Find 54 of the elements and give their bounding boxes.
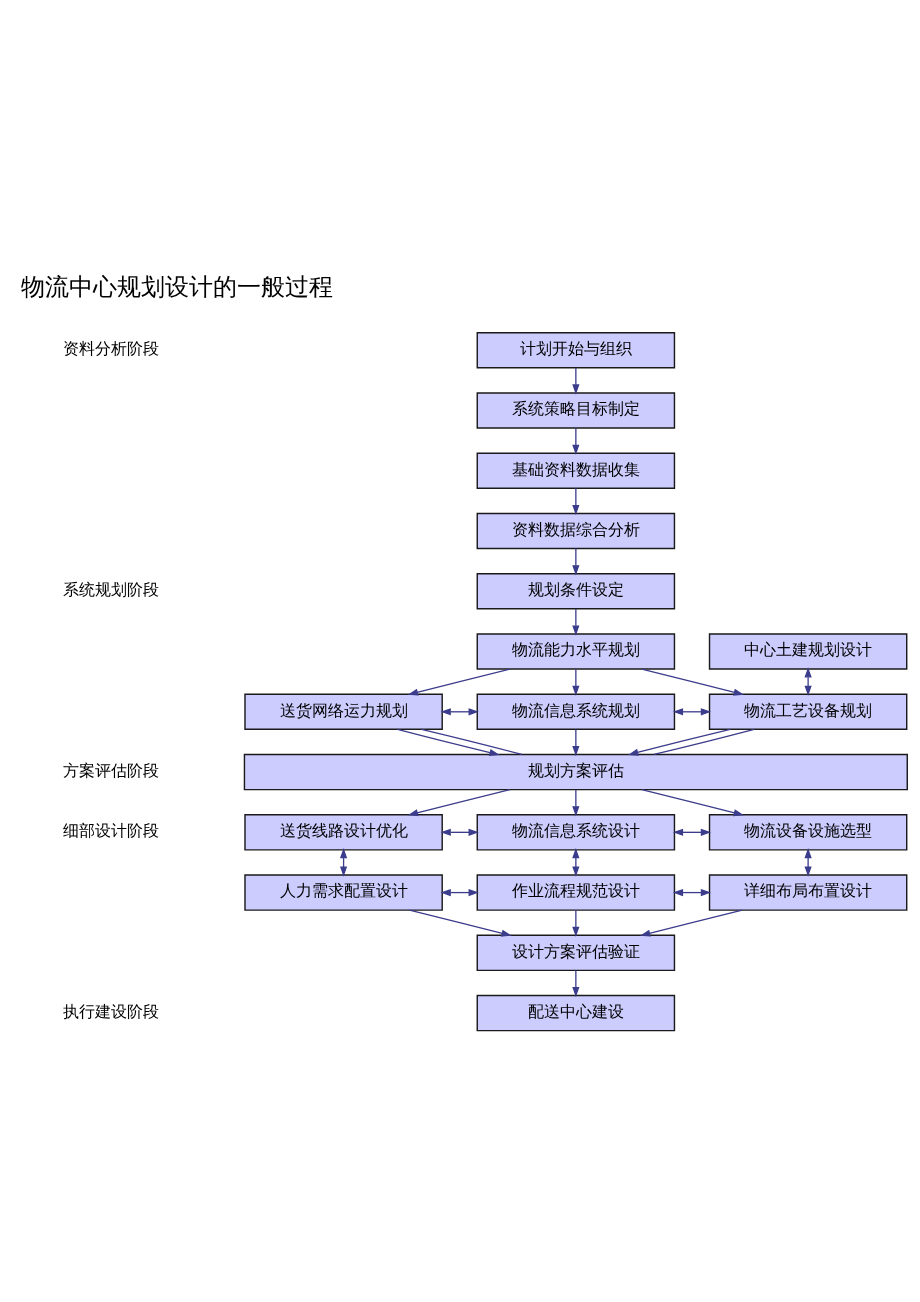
arrow (440, 888, 479, 897)
node-box: 基础资料数据收集 (476, 452, 676, 489)
node-box: 规划方案评估 (243, 753, 908, 791)
arrow (804, 847, 812, 877)
arrow (572, 487, 580, 516)
label: 系统规划阶段 (63, 580, 160, 600)
label: 执行建设阶段 (63, 1001, 160, 1021)
arrow (641, 789, 744, 817)
node-box: 计划开始与组织 (476, 332, 676, 369)
arrow (572, 608, 580, 636)
node-box: 送货线路设计优化 (244, 814, 443, 851)
node-box: 系统策略目标制定 (476, 392, 676, 429)
node-box: 中心土建规划设计 (708, 633, 908, 670)
label: 细部设计阶段 (63, 821, 160, 841)
node-box: 物流信息系统规划 (476, 693, 676, 731)
node-box: 作业流程规范设计 (476, 874, 676, 911)
arrow (672, 828, 712, 836)
arrow (641, 668, 744, 696)
arrow (440, 708, 479, 716)
arrow (572, 427, 580, 455)
arrow (572, 367, 580, 395)
diagram-title: 物流中心规划设计的一般过程 (20, 273, 333, 302)
node-box: 物流信息系统设计 (476, 814, 676, 851)
arrow (672, 888, 712, 897)
label: 方案评估阶段 (63, 760, 160, 780)
label: 资料分析阶段 (63, 339, 160, 359)
node-box: 设计方案评估验证 (476, 934, 676, 972)
arrow (440, 828, 479, 836)
arrow (572, 668, 580, 696)
arrow (407, 789, 511, 817)
arrow (572, 789, 580, 817)
arrow (407, 668, 511, 696)
arrow (396, 728, 500, 756)
node-box: 送货网络运力规划 (244, 693, 443, 731)
node-box: 配送中心建设 (476, 994, 676, 1032)
node-box: 规划条件设定 (476, 573, 676, 610)
node-box: 物流设备设施选型 (708, 814, 908, 851)
node-box: 物流工艺设备规划 (708, 693, 908, 731)
node-box: 详细布局布置设计 (708, 874, 908, 911)
connector (653, 728, 755, 756)
arrow (572, 547, 580, 576)
arrow (640, 909, 743, 937)
connector (420, 728, 523, 756)
arrow (572, 847, 580, 877)
node-box: 资料数据综合分析 (476, 512, 676, 550)
node-box: 人力需求配置设计 (244, 874, 443, 911)
arrow (408, 909, 512, 937)
arrow (572, 909, 580, 937)
arrow (628, 728, 731, 756)
arrow (572, 728, 580, 757)
arrow (672, 708, 712, 716)
arrow (572, 969, 580, 998)
arrow (804, 667, 812, 696)
node-box: 物流能力水平规划 (476, 633, 676, 670)
